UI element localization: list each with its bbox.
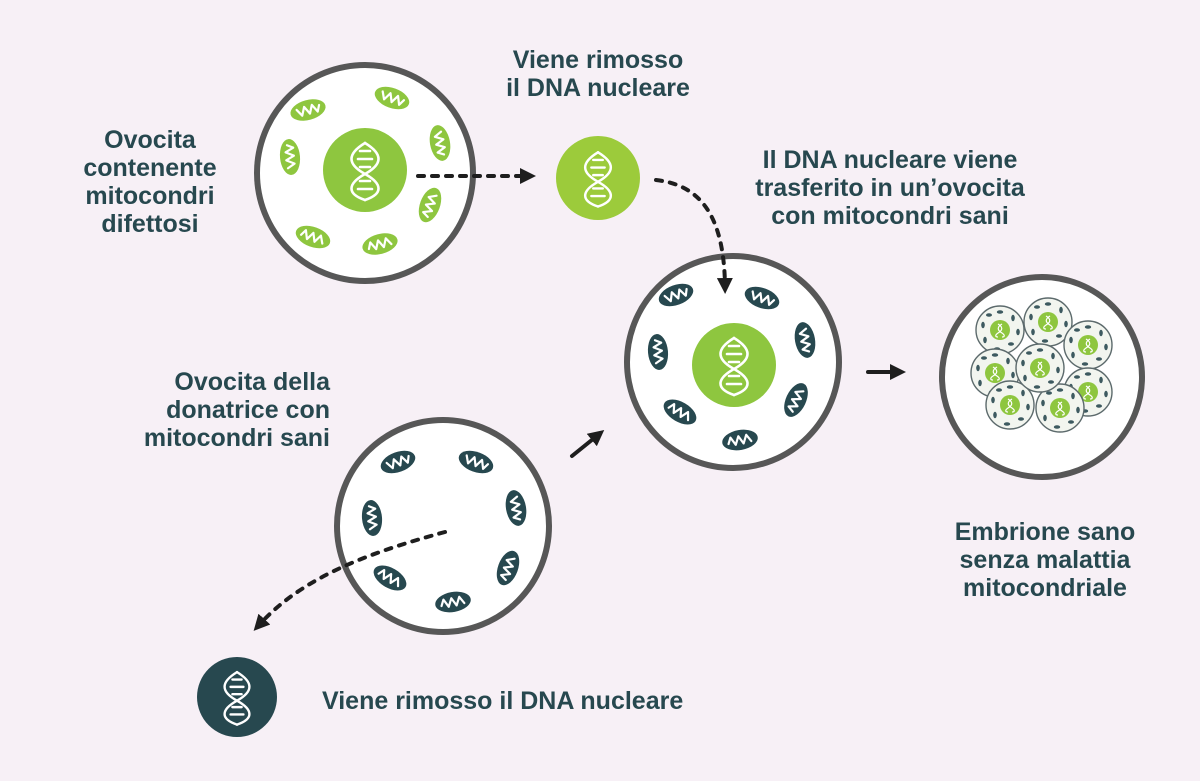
label-removed-bottom: Viene rimosso il DNA nucleare (322, 687, 684, 715)
label-healthy-embryo: Embrione sano senza malattia mitocondria… (954, 518, 1136, 602)
label-transferred: Il DNA nucleare viene trasferito in un’o… (755, 146, 1025, 230)
removed-nucleus-top (556, 136, 640, 220)
removed-nucleus-bottom (197, 657, 277, 737)
embryo-cell (1063, 320, 1113, 370)
nucleus (692, 323, 776, 407)
embryo-cell (1015, 343, 1065, 393)
label-removed-top: Viene rimosso il DNA nucleare (506, 46, 690, 102)
defective-oocyte (254, 62, 476, 284)
arrow-icon (570, 429, 605, 458)
arrow-icon (654, 178, 733, 294)
label-defective-oocyte: Ovocita contenente mitocondri difettosi (83, 126, 217, 238)
donor-oocyte (334, 417, 552, 635)
reconstructed-oocyte (624, 253, 842, 471)
label-donor-oocyte: Ovocita della donatrice con mitocondri s… (143, 368, 330, 452)
embryo-cell (975, 305, 1025, 355)
nucleus (323, 128, 407, 212)
healthy-embryo (939, 274, 1145, 480)
arrow-icon (253, 530, 447, 631)
